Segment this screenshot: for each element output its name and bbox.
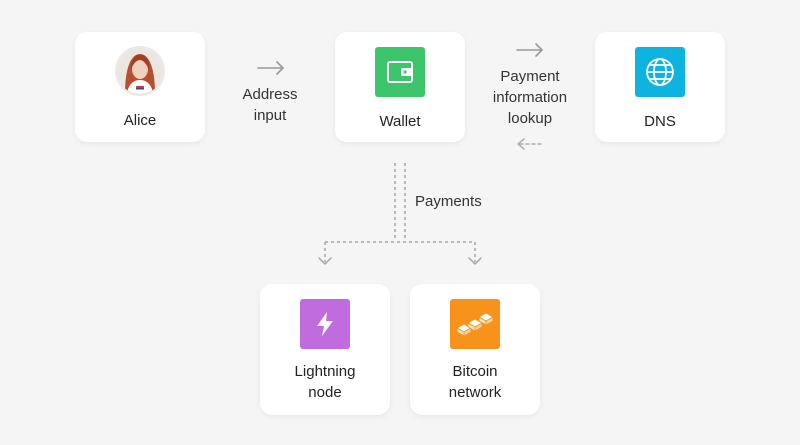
edge-label-address-input-line2: input (253, 107, 287, 124)
edge-label-payment-lookup-line1: Payment (500, 68, 560, 85)
node-alice[interactable]: Alice (75, 32, 205, 142)
edge-label-payment-lookup: Payment information lookup (475, 66, 585, 129)
blocks-chain-icon (450, 299, 500, 349)
node-lightning-label-line1: Lightning (294, 363, 356, 380)
node-bitcoin-label: Bitcoin network (449, 361, 502, 403)
edge-label-address-input: Address input (225, 84, 315, 126)
edge-label-address-input-line1: Address (242, 86, 298, 103)
node-bitcoin[interactable]: Bitcoin network (410, 284, 540, 415)
node-bitcoin-label-line1: Bitcoin (452, 363, 498, 380)
node-wallet[interactable]: Wallet (335, 32, 465, 142)
arrow-wallet-to-dns (516, 43, 543, 57)
edge-label-payment-lookup-line3: lookup (507, 110, 553, 127)
wallet-icon (375, 47, 425, 97)
node-lightning-label-line2: node (308, 384, 342, 401)
arrow-dns-to-wallet-dashed (517, 138, 544, 150)
arrow-alice-to-wallet (257, 61, 284, 75)
node-lightning[interactable]: Lightning node (260, 284, 390, 415)
alice-avatar (115, 46, 165, 96)
node-wallet-label: Wallet (379, 113, 421, 130)
arrowheads-payments (318, 257, 482, 265)
node-lightning-label: Lightning node (295, 361, 356, 403)
edge-label-payments: Payments (415, 193, 482, 210)
lightning-bolt-icon (300, 299, 350, 349)
node-dns-label: DNS (644, 113, 676, 130)
edge-label-payment-lookup-line2: information (492, 89, 568, 106)
node-dns[interactable]: DNS (595, 32, 725, 142)
node-bitcoin-label-line2: network (448, 384, 502, 401)
node-alice-label: Alice (123, 112, 157, 129)
payments-connector-tree (324, 163, 476, 262)
globe-icon (635, 47, 685, 97)
